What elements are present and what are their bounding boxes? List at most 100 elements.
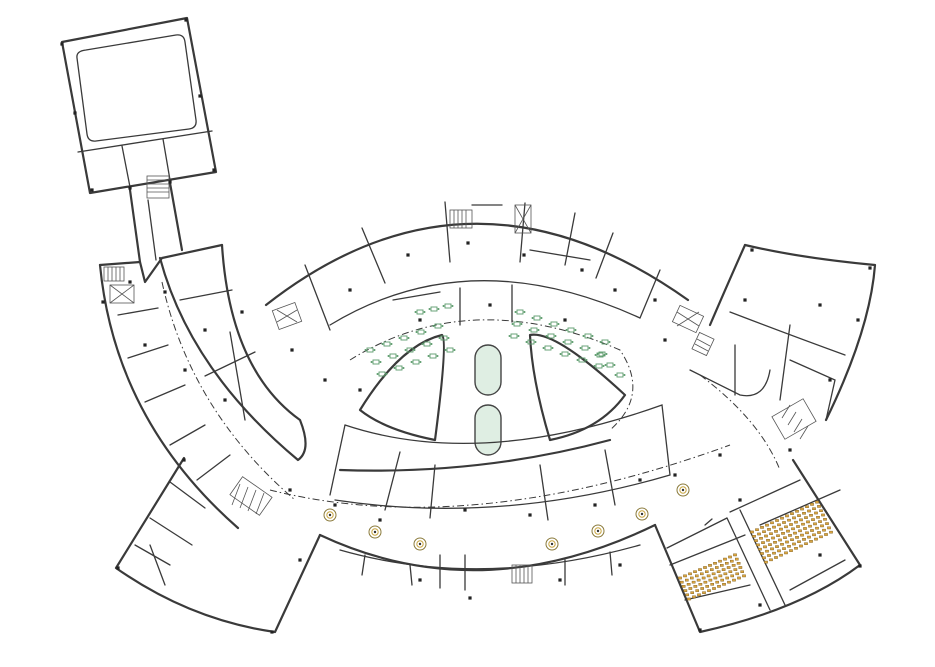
column-icon — [673, 473, 677, 477]
seat-icon — [717, 585, 721, 588]
seat-icon — [787, 545, 791, 548]
seat-icon — [683, 574, 687, 578]
seat-icon — [720, 578, 724, 582]
seat-icon — [774, 556, 778, 559]
seat-icon — [725, 562, 729, 565]
seat-icon — [415, 329, 427, 335]
column-icon — [73, 111, 77, 115]
seat-icon — [795, 510, 799, 513]
seat-icon — [820, 524, 824, 528]
seat-icon — [785, 514, 789, 518]
column-icon — [60, 42, 64, 46]
seat-icon — [692, 595, 696, 599]
column-icon — [563, 318, 567, 322]
seat-icon — [705, 570, 709, 573]
elevator-icon — [514, 204, 532, 234]
seat-icon — [810, 503, 814, 506]
seat-icon — [771, 536, 775, 540]
column-icon — [198, 94, 202, 98]
seat-icon — [681, 585, 686, 588]
seat-icon — [782, 521, 786, 524]
seat-icon — [720, 564, 724, 567]
seat-icon — [698, 568, 702, 571]
seat-icon — [780, 516, 784, 520]
stair-icon — [146, 175, 170, 199]
seat-icon — [819, 509, 823, 513]
seat-icon — [428, 306, 440, 312]
seat-icon — [809, 540, 813, 543]
auditorium-seats — [678, 500, 833, 601]
seat-icon — [722, 583, 726, 586]
seat-icon — [444, 347, 456, 353]
seat-icon — [773, 541, 777, 544]
seat-icon — [750, 530, 754, 534]
seat-icon — [825, 522, 829, 525]
seating-clusters — [364, 303, 626, 378]
seat-icon — [793, 531, 797, 535]
column-icon — [333, 503, 337, 507]
seat-icon — [780, 543, 784, 546]
seat-icon — [432, 323, 444, 329]
seat-icon — [800, 507, 804, 511]
seat-icon — [731, 564, 736, 567]
seat-icon — [713, 562, 717, 565]
column-icon — [182, 458, 186, 462]
seat-icon — [784, 551, 788, 555]
column-icon — [468, 596, 472, 600]
seat-icon — [757, 532, 761, 536]
seat-icon — [730, 574, 734, 578]
column-icon — [818, 553, 822, 557]
seat-icon — [697, 593, 701, 597]
seat-icon — [768, 543, 772, 546]
seat-icon — [804, 542, 808, 545]
seat-icon — [779, 527, 783, 531]
seat-icon — [686, 583, 691, 586]
seat-icon — [442, 303, 454, 309]
seat-icon — [783, 536, 787, 539]
seat-icon — [688, 587, 693, 590]
seat-icon — [752, 535, 756, 538]
column-icon — [378, 518, 382, 522]
column-grid — [60, 18, 872, 634]
seat-icon — [687, 597, 691, 601]
column-icon — [348, 288, 352, 292]
seat-icon — [804, 516, 808, 519]
seat-icon — [599, 339, 611, 345]
seat-icon — [799, 518, 803, 522]
seat-icon — [736, 562, 741, 565]
stair-icon — [103, 266, 125, 282]
seat-icon — [718, 559, 722, 563]
stair-icon — [771, 398, 817, 440]
seat-icon — [805, 531, 809, 535]
seat-icon — [695, 574, 699, 578]
seat-icon — [781, 532, 785, 535]
seat-icon — [815, 526, 819, 530]
seat-icon — [819, 535, 823, 539]
column-icon — [358, 388, 362, 392]
seat-icon — [525, 339, 537, 345]
seat-icon — [776, 534, 780, 537]
seat-icon — [726, 566, 731, 569]
stair-icon — [229, 476, 273, 516]
seat-icon — [713, 576, 718, 580]
column-icon — [128, 280, 132, 284]
column-icon — [298, 558, 302, 562]
seat-icon — [707, 589, 711, 592]
seat-icon — [559, 351, 571, 357]
seat-icon — [817, 531, 821, 534]
seat-icon — [806, 520, 810, 524]
seat-icon — [789, 549, 793, 552]
seat-icon — [798, 529, 802, 533]
seat-icon — [802, 512, 806, 515]
northwest-wing — [60, 16, 218, 199]
column-icon — [288, 488, 292, 492]
seat-icon — [782, 547, 786, 550]
seat-icon — [728, 570, 733, 573]
tree-icon — [591, 524, 605, 538]
seat-icon — [702, 591, 706, 594]
column-icon — [406, 253, 410, 257]
seat-icon — [797, 514, 801, 517]
column-icon — [522, 253, 526, 257]
seat-icon — [809, 514, 813, 517]
